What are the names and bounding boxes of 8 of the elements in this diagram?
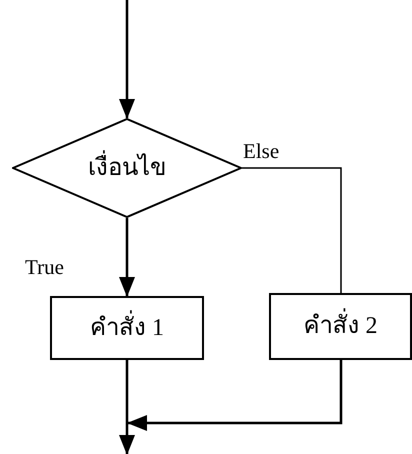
process-box bbox=[50, 296, 204, 360]
decision-diamond bbox=[12, 118, 242, 218]
arrow bbox=[127, 360, 342, 431]
arrow bbox=[119, 0, 135, 119]
arrow bbox=[119, 360, 135, 454]
process-box bbox=[269, 293, 412, 360]
arrow bbox=[119, 218, 135, 297]
connector-line bbox=[242, 167, 342, 293]
